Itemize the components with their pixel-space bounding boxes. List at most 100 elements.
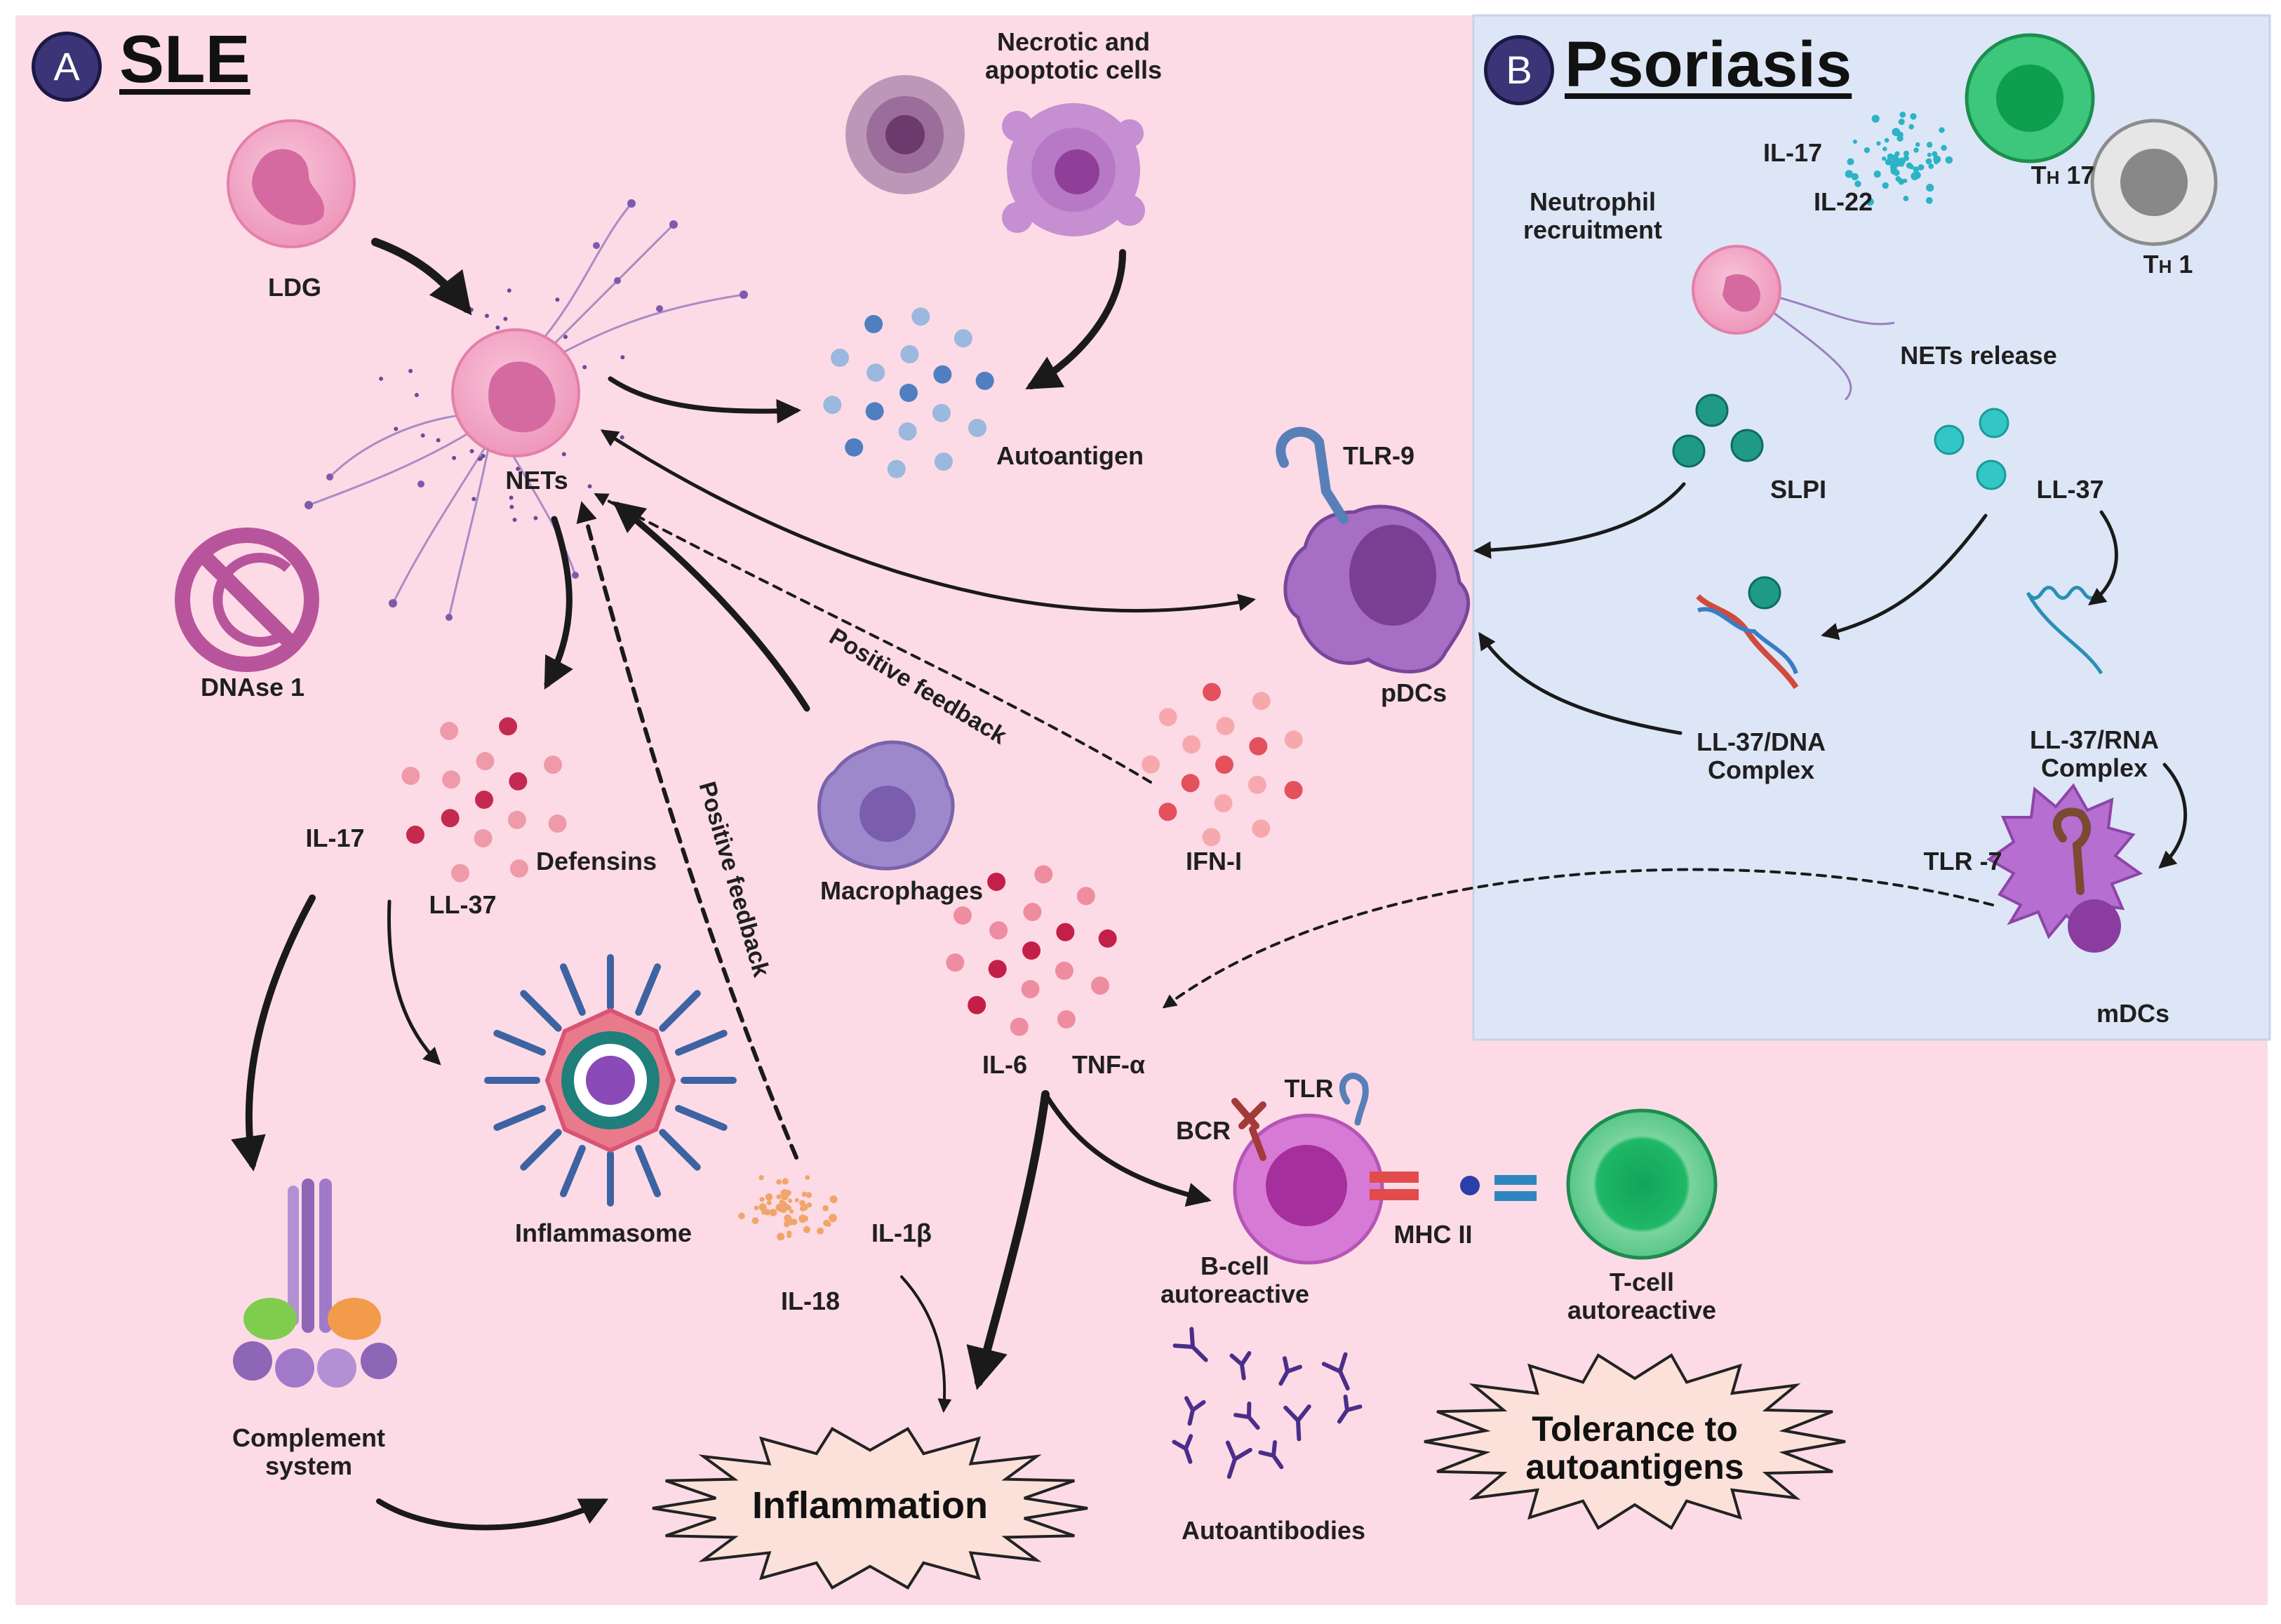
ifn-dot: [1203, 683, 1222, 702]
ifn-dot: [1216, 717, 1235, 736]
net-granule: [561, 452, 566, 457]
neutrophil-label-line1: Neutrophil: [1530, 187, 1656, 216]
il1b-particle: [802, 1215, 809, 1222]
autoantigen-dot: [831, 349, 850, 368]
ifn-dot: [1249, 737, 1268, 756]
cytokine-particle: [1909, 164, 1914, 170]
th17-label: TH 17: [2021, 161, 2105, 192]
cytokine-particle: [1939, 127, 1945, 133]
cytokine-particle: [1945, 156, 1953, 164]
il1b-particle: [776, 1194, 782, 1200]
il1b-particle: [782, 1178, 789, 1185]
inflammasome-spoke: [520, 1129, 562, 1171]
panel-a-title: SLE: [119, 22, 250, 97]
cytokine-particle: [1847, 158, 1854, 166]
ifn-dot: [1182, 735, 1201, 754]
net-granule: [512, 517, 517, 522]
defensin-dot: [450, 864, 469, 883]
cytokine-particle: [1913, 147, 1919, 153]
il1b-dots: [738, 1174, 838, 1241]
cytokine-particle: [1913, 166, 1920, 173]
inflammasome-spoke: [635, 963, 661, 1016]
complement-system: [233, 1179, 397, 1388]
cytokine-particle: [1899, 112, 1906, 118]
il17-b-label: IL-17: [1762, 138, 1823, 167]
inflammasome-spoke: [659, 1129, 701, 1171]
bcell-label: B-cell autoreactive: [1151, 1252, 1319, 1308]
bcell-label-line1: B-cell: [1200, 1251, 1270, 1280]
net-granule: [471, 497, 476, 502]
il6-dot: [988, 960, 1007, 979]
cytokine-particle: [1926, 184, 1934, 192]
autoantigen-dot: [954, 329, 972, 348]
tnfa-label: TNF-α: [1071, 1050, 1146, 1079]
cytokine-particle: [1876, 141, 1881, 146]
il1b-particle: [759, 1197, 765, 1202]
cytokine-particle: [1918, 164, 1925, 170]
th17-label-sub: H: [2046, 167, 2060, 188]
cytokine-particle: [1926, 142, 1933, 148]
inflammasome-spoke: [659, 990, 701, 1032]
slpi-label: SLPI: [1770, 475, 1826, 504]
defensin-dot: [440, 721, 459, 740]
defensin-dot: [548, 814, 567, 833]
ifn-dot: [1284, 730, 1303, 749]
il6-dot: [954, 906, 972, 925]
il17-il22-particles: [1845, 112, 1953, 206]
cytokine-particle: [1897, 157, 1906, 166]
dnase-label: DNAse 1: [200, 673, 305, 702]
autoantigen-dot: [934, 452, 953, 471]
th17-label-num: 17: [2059, 161, 2095, 189]
cytokine-particle: [1893, 169, 1900, 176]
cytokine-particle: [1882, 156, 1887, 161]
apoptotic-cell: [1002, 103, 1145, 236]
net-granule: [420, 433, 425, 438]
necrotic-label-line2: apoptotic cells: [984, 55, 1163, 84]
cytokine-particle: [1903, 150, 1909, 156]
tcell-label-line2: autoreactive: [1567, 1296, 1717, 1324]
il1b-particle: [822, 1204, 829, 1212]
il6-dot: [1021, 979, 1040, 998]
th17-cell: [1965, 33, 2095, 163]
ifn-dot: [1158, 708, 1177, 727]
tolerance-label: Tolerance to autoantigens: [1480, 1410, 1789, 1486]
ifn-dot: [1158, 803, 1177, 821]
complement-label-line2: system: [265, 1451, 353, 1480]
antibody-glyph: [1283, 1404, 1311, 1442]
defensins-label: Defensins: [535, 847, 657, 875]
il1b-particle: [829, 1195, 838, 1204]
il1b-particle: [829, 1214, 837, 1223]
defensin-dot: [474, 828, 493, 847]
cytokine-particle: [1915, 142, 1920, 147]
net-granule: [620, 435, 624, 440]
cytokine-particle: [1898, 119, 1905, 126]
ll37-rna-label-line2: Complex: [2040, 753, 2148, 782]
il6-dot: [989, 921, 1008, 940]
il18-label: IL-18: [780, 1287, 841, 1315]
nets-neutrophil: [451, 328, 580, 457]
cytokine-particle: [1903, 178, 1908, 183]
panel-b-title: Psoriasis: [1565, 29, 1852, 100]
ifn-dot: [1214, 793, 1233, 812]
cytokine-particle: [1845, 170, 1853, 178]
defensin-dot: [509, 859, 528, 878]
autoantigen-dot: [898, 422, 917, 441]
ll37-dna-complex: [1696, 576, 1799, 690]
ifn-dot: [1215, 756, 1233, 774]
net-granule: [507, 288, 511, 293]
th17-label-main: T: [2031, 161, 2047, 189]
inflammasome-spoke: [635, 1145, 661, 1197]
tlr9-label: TLR-9: [1343, 441, 1414, 470]
il1b-particle: [765, 1193, 773, 1201]
th1-label-num: 1: [2172, 250, 2193, 279]
necrotic-cell: [845, 75, 965, 194]
autoantigen-dot: [887, 459, 906, 478]
il1b-particle: [782, 1204, 789, 1212]
ifn1-label: IFN-I: [1186, 847, 1242, 875]
inflammation-label: Inflammation: [751, 1484, 989, 1526]
il6-dot: [1010, 1017, 1029, 1036]
net-granule: [452, 455, 457, 460]
cytokine-particle: [1866, 198, 1874, 206]
